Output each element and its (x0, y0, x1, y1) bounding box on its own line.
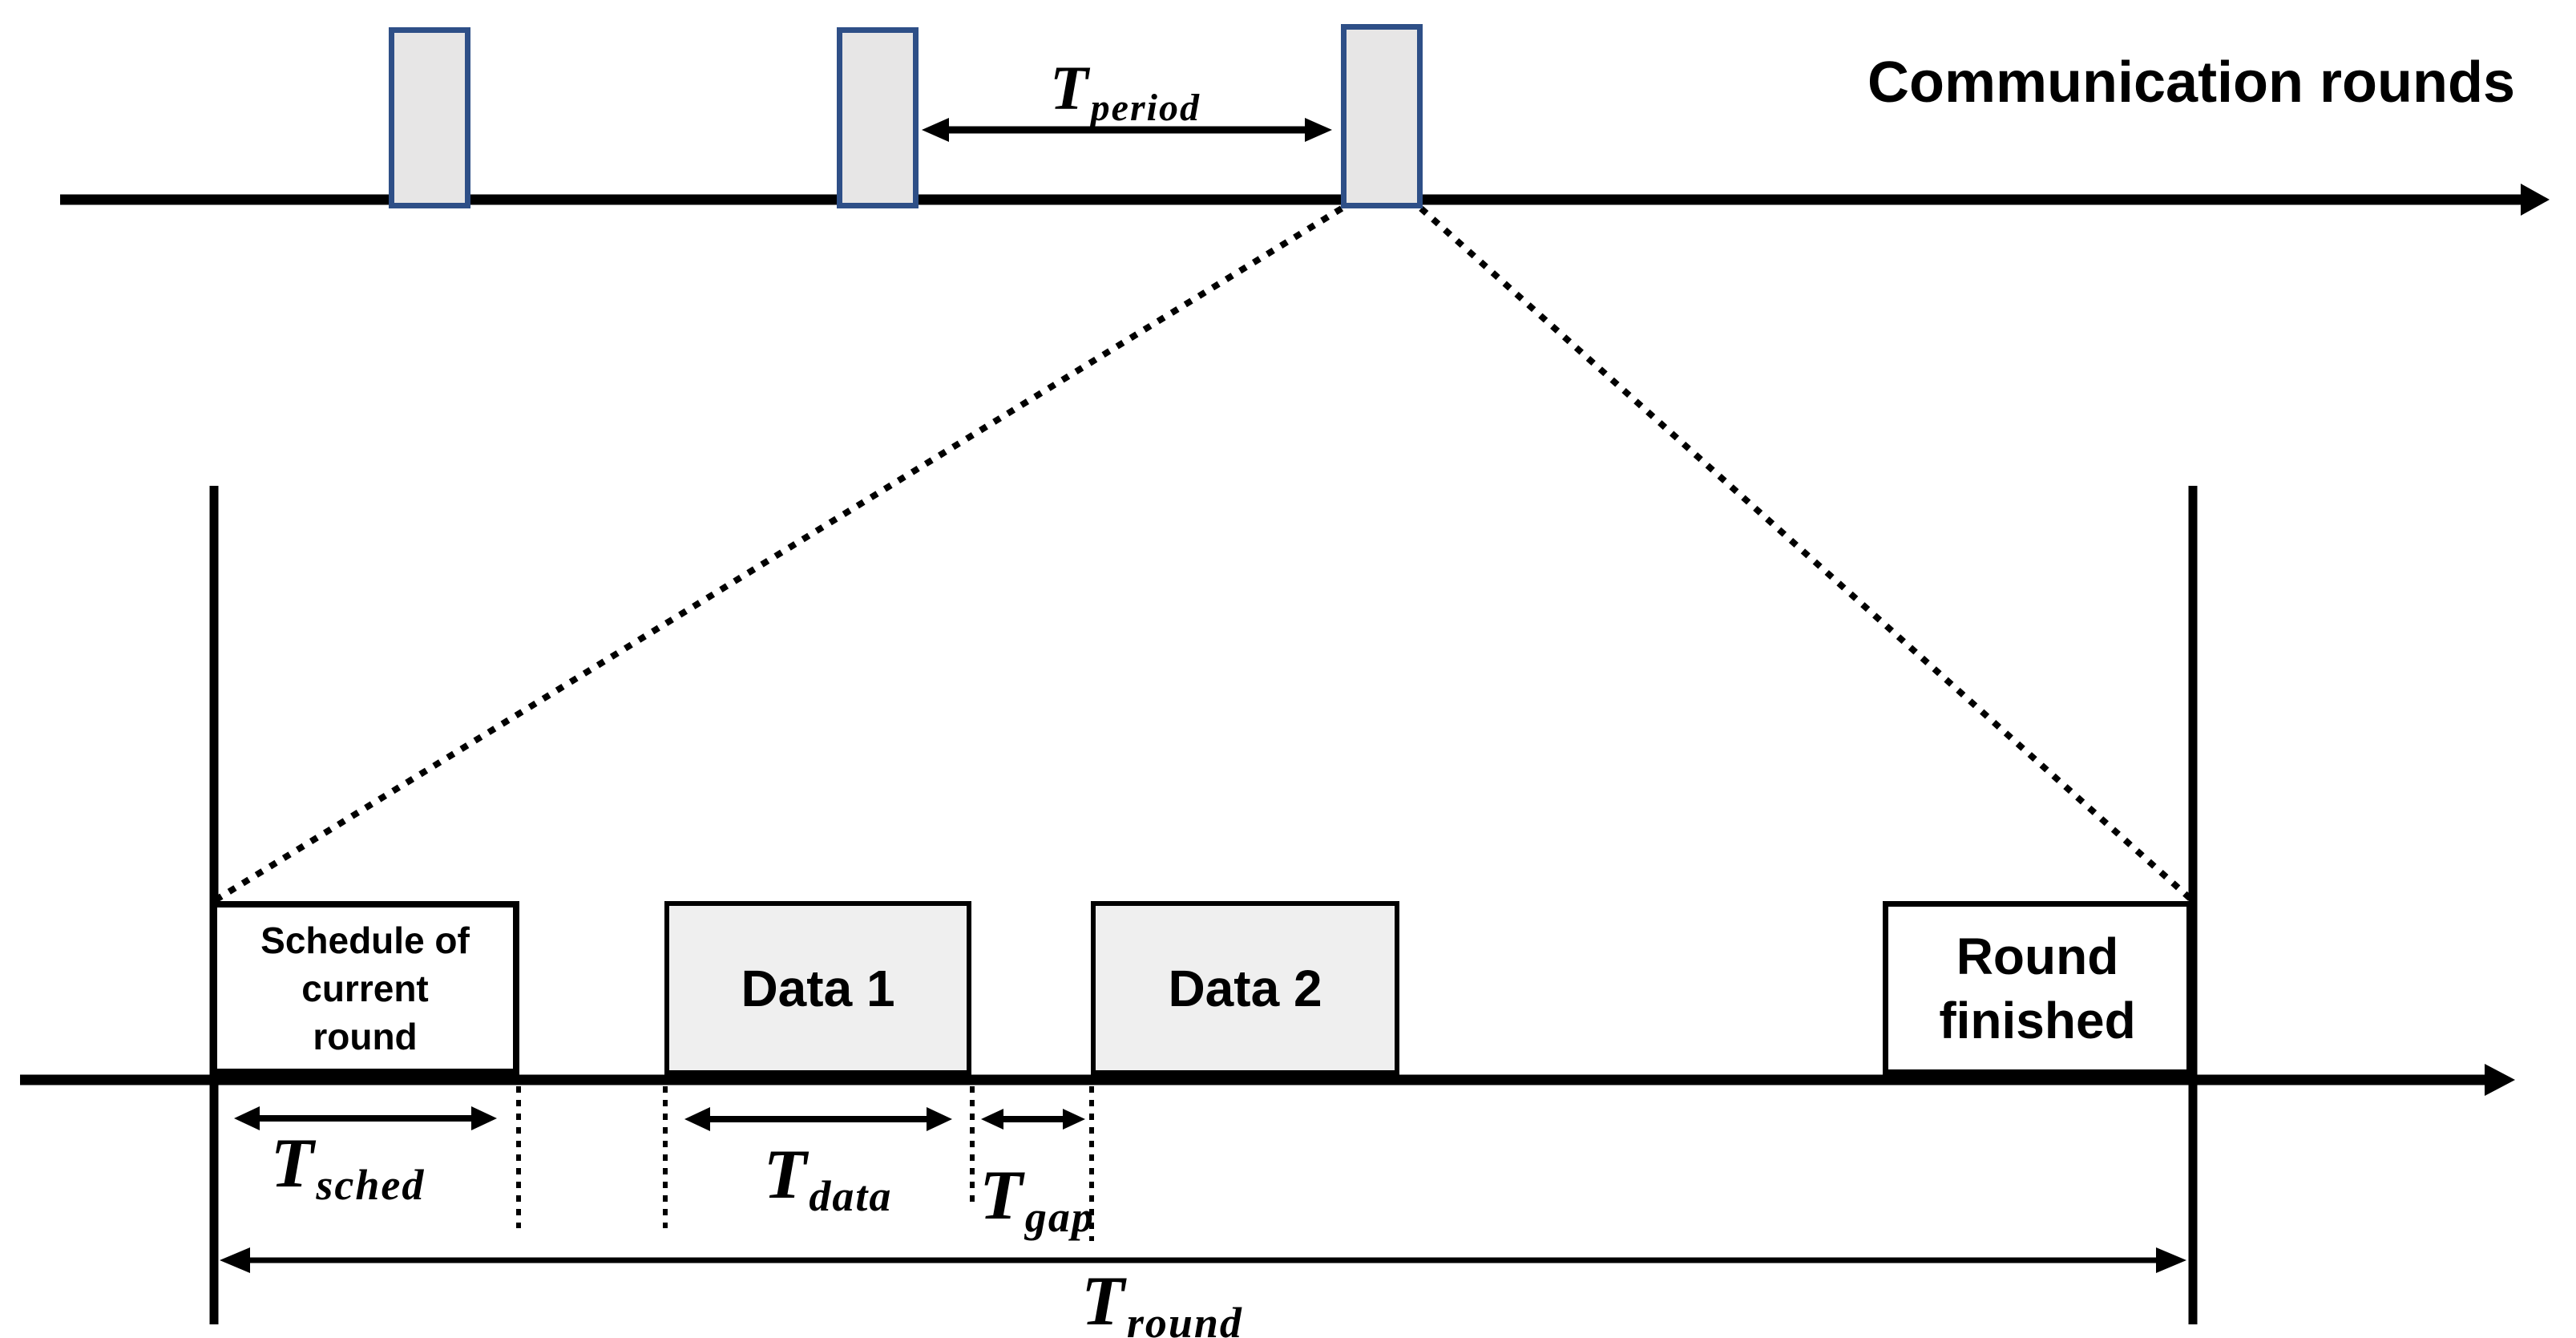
t-data-subscript: data (809, 1172, 893, 1221)
t-gap-symbol: T (979, 1157, 1023, 1235)
zoom-diagonal-right-dotted-line (1419, 206, 2194, 902)
t-round-arrowhead-right-icon (2156, 1247, 2186, 1273)
t-data-label: Tdata (764, 1140, 893, 1219)
schedule-box-line1: Schedule of (260, 919, 470, 961)
round-finished-box-line2: finished (1939, 991, 2136, 1049)
t-sched-symbol: T (270, 1125, 314, 1203)
t-data-arrowhead-right-icon (927, 1107, 952, 1131)
t-period-label: Tperiod (1050, 57, 1201, 127)
data2-box: Data 2 (1091, 901, 1399, 1075)
t-round-subscript: round (1126, 1299, 1243, 1338)
communication-pulse-1 (389, 27, 470, 208)
t-period-arrowhead-right-icon (1305, 118, 1332, 142)
communication-rounds-title: Communication rounds (1867, 51, 2515, 115)
round-finished-box: Round finished (1883, 901, 2192, 1075)
bottom-timeline-arrowhead-icon (2485, 1064, 2515, 1096)
t-round-label: Tround (1081, 1267, 1243, 1338)
communication-pulse-3 (1341, 24, 1423, 208)
t-round-symbol: T (1081, 1263, 1124, 1338)
t-sched-arrowhead-right-icon (471, 1106, 497, 1130)
t-period-subscript: period (1090, 87, 1201, 130)
t-round-arrowhead-left-icon (220, 1247, 250, 1273)
t-period-symbol: T (1050, 53, 1088, 123)
zoom-diagonal-left-dotted-line (214, 205, 1344, 903)
t-gap-label: Tgap (979, 1161, 1095, 1239)
t-gap-subscript: gap (1024, 1193, 1095, 1242)
t-sched-subscript: sched (316, 1161, 426, 1210)
schedule-box: Schedule of current round (211, 901, 519, 1075)
t-sched-label: Tsched (271, 1129, 426, 1207)
t-data-arrowhead-left-icon (684, 1107, 710, 1131)
data1-box-label: Data 1 (741, 959, 895, 1017)
data2-box-label: Data 2 (1168, 959, 1322, 1017)
communication-pulse-2 (837, 27, 919, 208)
t-data-symbol: T (763, 1136, 807, 1214)
round-finished-box-line1: Round (1956, 927, 2119, 985)
schedule-box-line2: current (301, 967, 429, 1009)
data1-box: Data 1 (664, 901, 971, 1075)
t-gap-arrowhead-right-icon (1063, 1109, 1085, 1130)
t-gap-arrowhead-left-icon (981, 1109, 1003, 1130)
top-timeline-arrowhead-icon (2521, 184, 2550, 216)
t-sched-arrowhead-left-icon (234, 1106, 260, 1130)
t-period-arrowhead-left-icon (922, 118, 949, 142)
schedule-box-line3: round (313, 1015, 418, 1057)
